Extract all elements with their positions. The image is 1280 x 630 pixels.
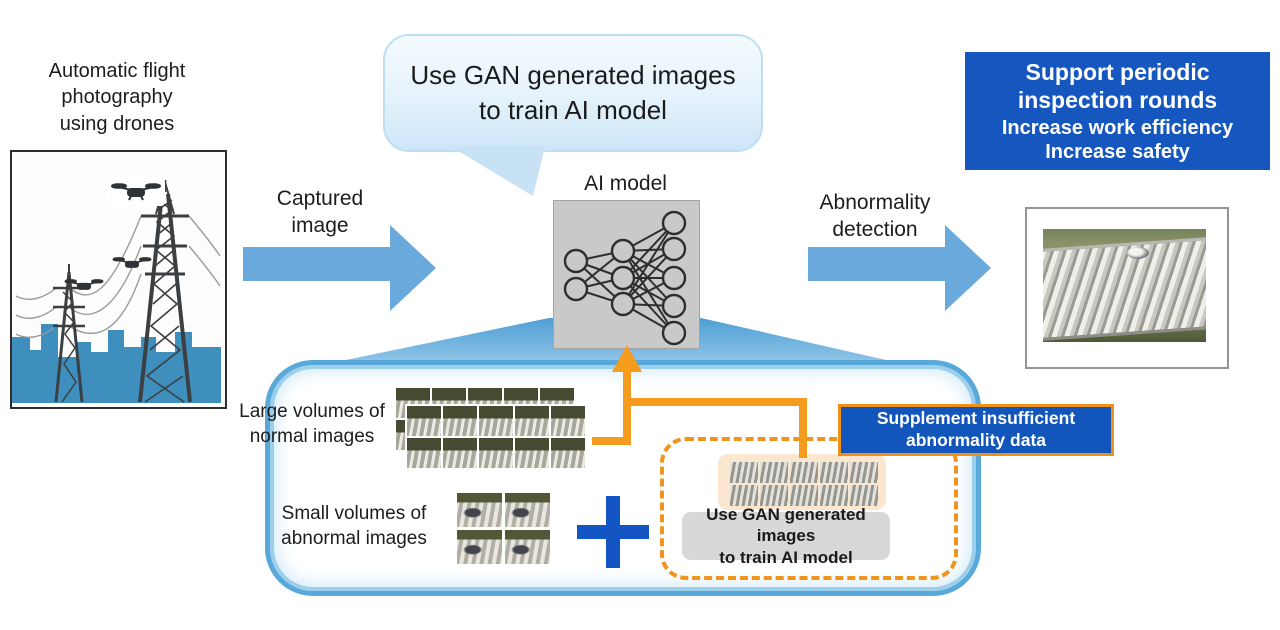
- image-thumbnail: [730, 462, 758, 483]
- speech-bubble: Use GAN generated images to train AI mod…: [383, 34, 763, 152]
- right-arrow-icon: [243, 225, 436, 311]
- drone-icon: [107, 178, 165, 206]
- image-thumbnail: [515, 438, 549, 468]
- image-thumbnail: [820, 462, 848, 483]
- detection-result-box: [1025, 207, 1229, 369]
- image-thumbnail: [790, 462, 818, 483]
- image-thumbnail: [443, 438, 477, 468]
- normal-images-label: Large volumes of normal images: [239, 401, 385, 447]
- benefits-title: Support periodic inspection rounds: [1017, 58, 1218, 113]
- image-thumbnail: [551, 406, 585, 436]
- drone-icon: [64, 279, 104, 290]
- ai-model-box: [553, 200, 700, 349]
- cable-photo: [1043, 229, 1206, 342]
- captured-image-label: Captured image: [276, 187, 364, 237]
- image-thumbnail: [479, 438, 513, 468]
- image-thumbnail: [850, 462, 878, 483]
- abnormal-images-label: Small volumes of abnormal images: [281, 503, 427, 549]
- image-thumbnail: [407, 406, 441, 436]
- image-thumbnail: [760, 462, 788, 483]
- image-thumbnail: [820, 485, 848, 506]
- neural-network-icon: [563, 210, 687, 346]
- gan-dashed-box: [660, 437, 958, 580]
- right-arrow-icon: [808, 225, 991, 311]
- large-transmission-tower: [138, 180, 192, 403]
- cable-defect-spot: [1127, 247, 1149, 259]
- abnormal-images-grid: [455, 491, 552, 566]
- abnormality-detection-label: Abnormality detection: [819, 191, 931, 241]
- drone-photography-image: [10, 150, 227, 409]
- power-lines: [15, 215, 221, 338]
- cable-texture: [1043, 236, 1206, 342]
- image-thumbnail: [479, 406, 513, 436]
- gan-images-grid: [728, 460, 880, 508]
- image-thumbnail: [505, 493, 550, 527]
- benefits-subtitle: Increase work efficiency Increase safety: [1001, 116, 1234, 164]
- image-thumbnail: [515, 406, 549, 436]
- small-transmission-tower: [53, 264, 85, 403]
- speech-bubble-tail: [450, 146, 545, 196]
- normal-images-grid: [405, 404, 587, 470]
- image-thumbnail: [457, 493, 502, 527]
- plus-icon: +: [577, 496, 649, 568]
- supplement-badge: Supplement insufficient abnormality data: [838, 404, 1114, 456]
- image-thumbnail: [790, 485, 818, 506]
- gan-box-label: Use GAN generated images to train AI mod…: [682, 505, 890, 567]
- drone-icon: [112, 257, 152, 268]
- image-thumbnail: [443, 406, 477, 436]
- image-thumbnail: [407, 438, 441, 468]
- drone-caption: Automatic flight photography using drone…: [48, 60, 186, 135]
- image-thumbnail: [730, 485, 758, 506]
- drone-towers-illustration: [12, 178, 221, 403]
- image-thumbnail: [850, 485, 878, 506]
- benefits-box: Support periodic inspection rounds Incre…: [965, 52, 1270, 170]
- ai-model-label: AI model: [584, 172, 667, 195]
- image-thumbnail: [457, 530, 502, 564]
- image-thumbnail: [760, 485, 788, 506]
- image-thumbnail: [505, 530, 550, 564]
- image-thumbnail: [551, 438, 585, 468]
